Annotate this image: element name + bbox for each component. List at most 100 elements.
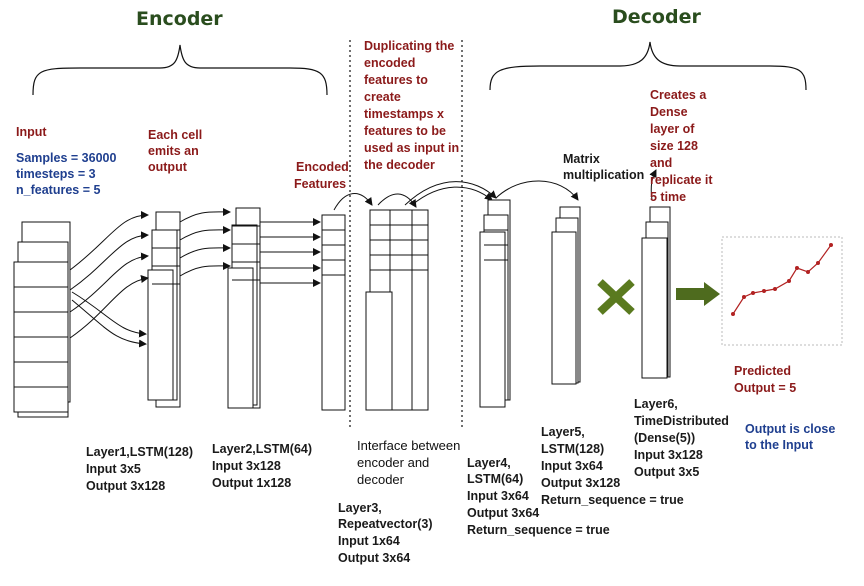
layer4-to-layer5-arrow — [495, 180, 579, 201]
layer6-label-line: Input 3x128 — [634, 448, 703, 462]
input-n-features: n_features = 5 — [16, 183, 101, 197]
predicted-output-line: Output = 5 — [734, 381, 797, 395]
layer6-label-line: TimeDistributed — [634, 414, 729, 428]
output-plot-point — [795, 266, 799, 270]
layer1-to-layer2-arrow — [179, 207, 231, 223]
duplicating-note-line: Duplicating the — [364, 39, 455, 53]
layer4-label-line: LSTM(64) — [467, 472, 524, 486]
input-title: Input — [16, 125, 47, 139]
output-close-note-line: Output is close — [745, 422, 836, 436]
repeat-inner-arrow — [377, 193, 417, 208]
layer5-label-line: Layer5, — [541, 425, 585, 439]
layer2-front-sheet — [227, 267, 254, 409]
creates-dense-note-line: Creates a — [650, 88, 707, 102]
layer4-label-line: Input 3x64 — [467, 489, 529, 503]
duplicating-note-line: used as input in — [364, 141, 460, 155]
layer4-label-line: Return_sequence = true — [467, 523, 610, 537]
duplicating-note-line: encoded — [364, 56, 416, 70]
layer3-label-line: Input 1x64 — [338, 534, 400, 548]
output-plot-point — [742, 295, 746, 299]
layer4-label-line: Output 3x64 — [467, 506, 540, 520]
layer4-front-sheet — [479, 231, 506, 408]
decoder-brace-icon — [489, 41, 807, 91]
duplicating-note-line: features to — [364, 73, 428, 87]
multiply-icon — [597, 279, 635, 315]
layer3-label-line: Output 3x64 — [338, 551, 411, 565]
interface-label-line: encoder and — [357, 455, 430, 470]
layer2-label-line: Input 3x128 — [212, 459, 281, 473]
output-close-note-line: to the Input — [745, 438, 814, 452]
output-arrow-icon — [676, 282, 720, 306]
output-plot-point — [816, 261, 820, 265]
layer1-label-line: Output 3x128 — [86, 479, 166, 493]
output-plot-point — [762, 289, 766, 293]
each-cell-note-line: Each cell — [148, 128, 203, 142]
input-to-layer1-arrow — [71, 291, 147, 338]
encoded-features-note-line: Encoded — [296, 160, 349, 174]
creates-dense-note-line: and — [650, 156, 673, 170]
matrix-note-line: Matrix — [563, 152, 600, 166]
layer3-label-line: Repeatvector(3) — [338, 517, 433, 531]
input-samples: Samples = 36000 — [16, 151, 117, 165]
dense-note-arrow — [649, 169, 657, 201]
layer2-label-line: Layer2,LSTM(64) — [212, 442, 313, 456]
layer3-label-line: Layer3, — [338, 501, 382, 515]
output-plot-point — [773, 287, 777, 291]
duplicating-note-line: the decoder — [364, 158, 435, 172]
predicted-output-line: Predicted — [734, 364, 791, 378]
layer2-label-line: Output 1x128 — [212, 476, 292, 490]
duplicating-note-line: features to be — [364, 124, 446, 138]
layer5-label-line: LSTM(128) — [541, 442, 605, 456]
duplicating-note-line: timestamps x — [364, 107, 444, 121]
duplicating-note-line: create — [364, 90, 401, 104]
output-plot-point — [751, 291, 755, 295]
layer4-label-line: Layer4, — [467, 456, 511, 470]
output-plot-point — [829, 243, 833, 247]
layer6-label-line: Layer6, — [634, 397, 678, 411]
input-to-layer1-arrow — [71, 299, 147, 348]
input-to-layer1-arrow — [69, 275, 149, 339]
repeat-to-layer4-arrow — [404, 181, 497, 206]
encoded-to-repeat-arrow — [333, 193, 373, 211]
layer5-label-line: Input 3x64 — [541, 459, 603, 473]
input-to-layer1-arrow — [69, 231, 149, 291]
interface-divider — [349, 40, 463, 430]
layer5-label-line: Output 3x128 — [541, 476, 621, 490]
layer5-label-line: Return_sequence = true — [541, 493, 684, 507]
encoded-features-note-line: Features — [294, 177, 347, 191]
creates-dense-note-line: layer of — [650, 122, 695, 136]
layer1-to-layer2-arrow — [179, 243, 231, 259]
creates-dense-note-line: replicate it — [650, 173, 713, 187]
input-timesteps: timesteps = 3 — [16, 167, 96, 181]
input-to-layer1-arrow — [69, 211, 149, 271]
layer1-label-line: Input 3x5 — [86, 462, 141, 476]
layer3-column — [411, 209, 429, 411]
layer6-label-line: Output 3x5 — [634, 465, 700, 479]
creates-dense-note-line: Dense — [650, 105, 688, 119]
interface-label-line: decoder — [357, 472, 404, 487]
layer6-label-line: (Dense(5)) — [634, 431, 696, 445]
encoder-brace-icon — [32, 44, 328, 96]
layer1-front-sheet — [147, 269, 174, 401]
layer1-label-line: Layer1,LSTM(128) — [86, 445, 193, 459]
layer6-front-sheet — [641, 237, 668, 379]
layer5-front-sheet — [551, 231, 577, 385]
encoder-heading: Encoder — [136, 8, 223, 30]
encoded-features-column — [321, 214, 346, 411]
decoder-heading: Decoder — [612, 6, 701, 28]
interface-label-line: Interface between — [357, 438, 461, 453]
output-plot-point — [787, 279, 791, 283]
repeat-to-layer4-arrow — [411, 186, 493, 206]
each-cell-note-line: emits an — [148, 144, 199, 158]
output-plot-point — [731, 312, 735, 316]
layer1-to-layer2-arrow — [179, 225, 231, 241]
creates-dense-note-line: 5 time — [650, 190, 687, 204]
output-plot-frame — [721, 236, 843, 346]
input-to-layer1-arrow — [69, 252, 149, 313]
output-plot-line — [732, 244, 832, 315]
creates-dense-note-line: size 128 — [650, 139, 698, 153]
layer3-front-sheet — [365, 291, 393, 411]
each-cell-note-line: output — [148, 160, 187, 174]
